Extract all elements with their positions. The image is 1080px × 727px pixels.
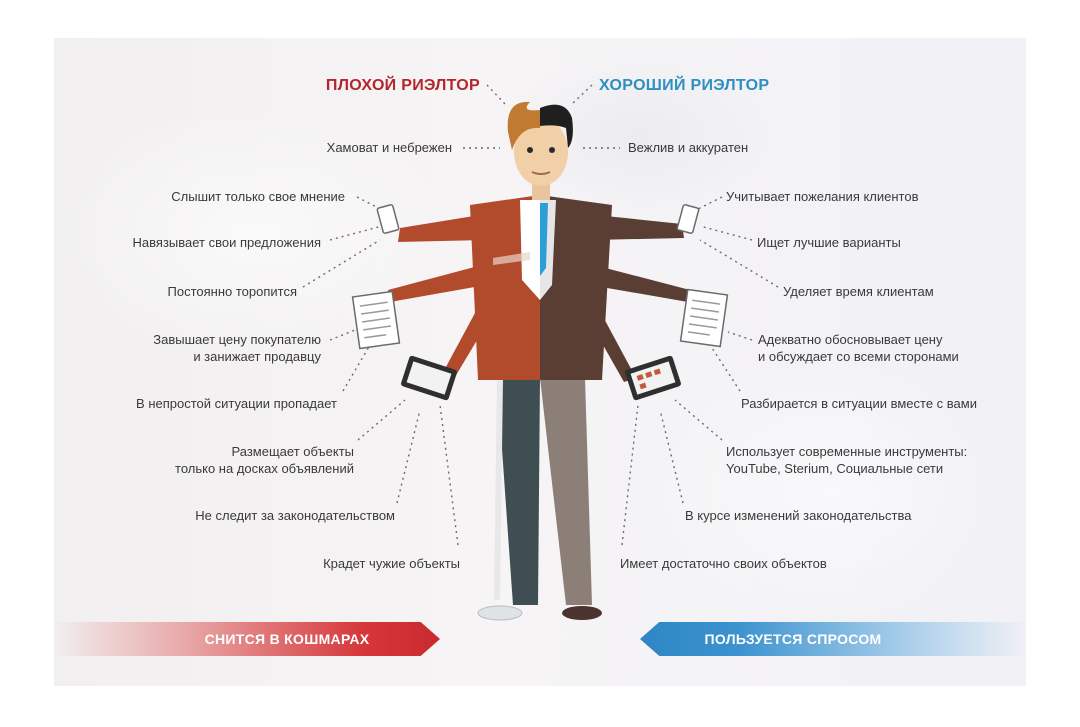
connector-lines	[302, 84, 779, 546]
bad-trait-disappears: В непростой ситуации пропадает	[136, 396, 337, 411]
bad-banner: СНИТСЯ В КОШМАРАХ	[54, 622, 440, 656]
document-icon-left	[351, 290, 401, 350]
good-trait-tools: Использует современные инструменты: YouT…	[726, 443, 967, 477]
good-trait-together: Разбирается в ситуации вместе с вами	[741, 396, 977, 411]
phone-icon-right	[676, 204, 700, 234]
bad-trait-listings-line2: только на досках объявлений	[175, 461, 354, 476]
good-trait-time: Уделяет время клиентам	[783, 284, 934, 299]
phone-icon-left	[376, 204, 400, 234]
good-trait-law: В курсе изменений законодательства	[685, 508, 912, 523]
bad-trait-price: Завышает цену покупателю и занижает прод…	[153, 331, 321, 365]
bad-banner-text: СНИТСЯ В КОШМАРАХ	[204, 631, 370, 647]
good-trait-price: Адекватно обосновывает цену и обсуждает …	[758, 331, 959, 365]
good-trait-price-line2: и обсуждает со всеми сторонами	[758, 349, 959, 364]
good-banner-text: ПОЛЬЗУЕТСЯ СПРОСОМ	[704, 631, 882, 647]
good-trait-own-objects: Имеет достаточно своих объектов	[620, 556, 827, 571]
good-realtor-heading: ХОРОШИЙ РИЭЛТОР	[599, 77, 770, 94]
bad-trait-law: Не следит за законодательством	[195, 508, 395, 523]
bad-trait-steals: Крадет чужие объекты	[323, 556, 460, 571]
tablet-icon-left	[401, 355, 457, 401]
document-icon-right	[679, 288, 729, 348]
good-trait-best-options: Ищет лучшие варианты	[757, 235, 901, 250]
bad-trait-rude: Хамоват и небрежен	[326, 140, 452, 155]
good-trait-polite: Вежлив и аккуратен	[628, 140, 749, 155]
bad-trait-hurries: Постоянно торопится	[167, 284, 298, 299]
torso	[470, 195, 612, 380]
bad-trait-price-line1: Завышает цену покупателю	[153, 332, 321, 347]
bad-trait-own-opinion: Слышит только свое мнение	[171, 189, 345, 204]
good-trait-wishes: Учитывает пожелания клиентов	[726, 189, 919, 204]
tablet-icon-right	[625, 355, 681, 401]
bad-trait-price-line2: и занижает продавцу	[193, 349, 321, 364]
bad-trait-listings: Размещает объекты только на досках объяв…	[175, 443, 354, 477]
bad-trait-listings-line1: Размещает объекты	[231, 444, 354, 459]
legs	[477, 378, 602, 621]
head	[507, 101, 573, 200]
good-banner: ПОЛЬЗУЕТСЯ СПРОСОМ	[640, 622, 1026, 656]
bad-trait-imposes: Навязывает свои предложения	[132, 235, 321, 250]
bad-realtor-heading: ПЛОХОЙ РИЭЛТОР	[325, 77, 480, 94]
good-trait-price-line1: Адекватно обосновывает цену	[758, 332, 943, 347]
good-trait-tools-line1: Использует современные инструменты:	[726, 444, 968, 459]
good-trait-tools-line2: YouTube, Sterium, Социальные сети	[726, 461, 944, 476]
